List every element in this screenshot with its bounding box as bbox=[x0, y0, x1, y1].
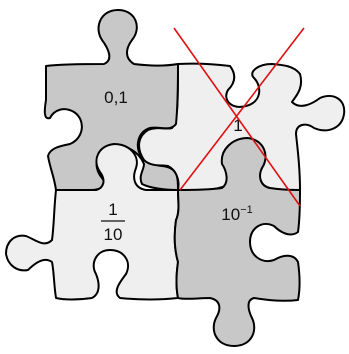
fraction-numerator: 1 bbox=[108, 200, 117, 219]
power-base: 10 bbox=[221, 205, 240, 224]
fraction-denominator: 10 bbox=[104, 225, 123, 244]
label-top-left: 0,1 bbox=[104, 88, 128, 107]
power-exponent: −1 bbox=[240, 204, 253, 216]
